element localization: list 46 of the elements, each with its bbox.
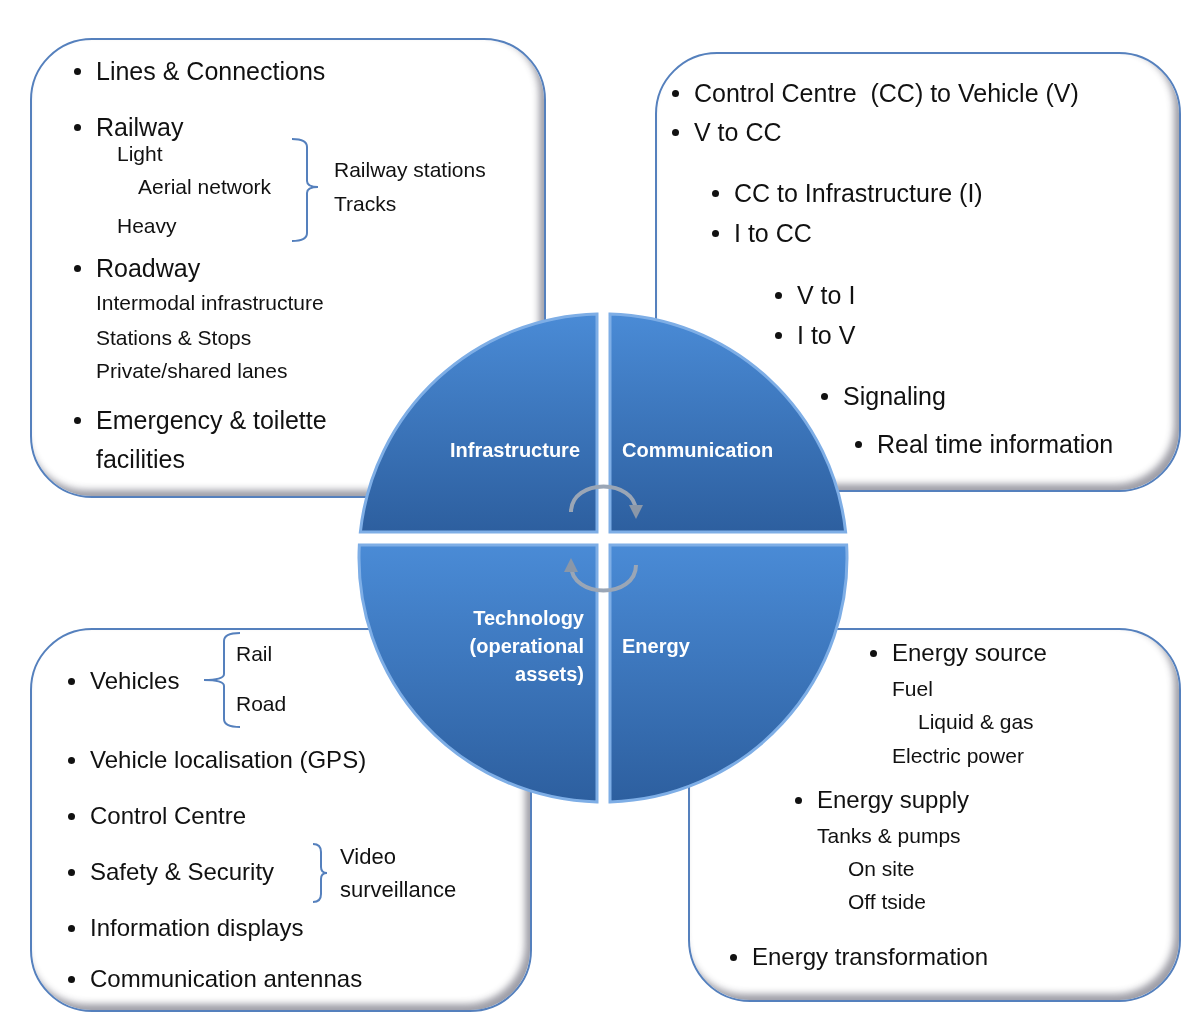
sub-item: Tracks (334, 191, 397, 217)
sub-item: Electric power (892, 743, 1024, 769)
segment-label: Infrastructure (448, 438, 580, 463)
list-item: V to CC (694, 117, 782, 147)
list-item: Emergency & toilette facilities (96, 404, 328, 475)
sub-item: Aerial network (138, 174, 272, 200)
list-item: Energy source (892, 638, 1047, 668)
rounded-box (688, 628, 1181, 1002)
sub-item: On site (848, 856, 915, 882)
list-item: Control Centre (90, 801, 247, 831)
sub-item: Fuel (892, 676, 933, 702)
list-item: Communication antennas (90, 964, 363, 994)
sub-item: Private/shared lanes (96, 358, 288, 384)
list-item: I to CC (734, 218, 812, 248)
list-item: Vehicles (90, 666, 180, 696)
cycle-arrow (569, 484, 642, 519)
list-item: Safety & Security (90, 857, 275, 887)
cycle-arrow (565, 558, 638, 593)
sub-item: Heavy (117, 213, 177, 239)
list-item: Roadway (96, 253, 201, 283)
segment-label: Energy (622, 634, 691, 659)
sub-item: Stations & Stops (96, 325, 252, 351)
list-item: Signaling (843, 381, 946, 411)
sub-item: Railway stations (334, 157, 486, 183)
list-item: Information displays (90, 913, 304, 943)
list-item: Vehicle localisation (GPS) (90, 745, 367, 775)
list-item: CC to Infrastructure (I) (734, 178, 983, 208)
sub-item: Intermodal infrastructure (96, 290, 324, 316)
list-item: I to V (797, 320, 856, 350)
sub-item: Rail (236, 641, 273, 667)
sub-item: Light (117, 141, 163, 167)
sub-item: Tanks & pumps (817, 823, 961, 849)
sub-item: Road (236, 691, 287, 717)
quadrant-segment (359, 314, 597, 532)
sub-item: Liquid & gas (918, 709, 1034, 735)
list-item: Lines & Connections (96, 56, 326, 86)
list-item: Energy transformation (752, 942, 989, 972)
list-item: Energy supply (817, 785, 970, 815)
list-item: Control Centre (CC) to Vehicle (V) (694, 78, 1079, 108)
list-item: V to I (797, 280, 856, 310)
list-item: Railway (96, 112, 184, 142)
sub-item: Video surveillance (340, 842, 458, 904)
segment-label: Communication (622, 438, 775, 463)
segment-label: Technology (operational assets) (468, 606, 584, 687)
sub-item: Off tside (848, 889, 926, 915)
list-item: Real time information (877, 429, 1114, 459)
